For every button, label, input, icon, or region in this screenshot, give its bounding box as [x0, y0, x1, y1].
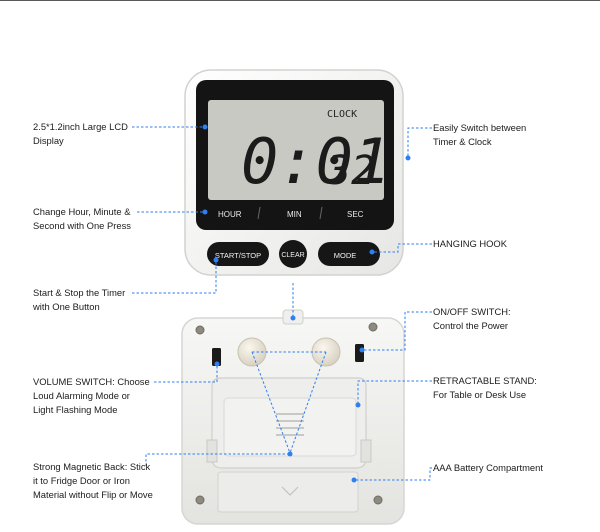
callout-magnetic-back: Strong Magnetic Back: Stick it to Fridge…: [33, 461, 153, 500]
screw-icon: [195, 325, 205, 335]
callout-hanging-hook: HANGING HOOK: [433, 238, 507, 249]
callout-dots: [202, 124, 411, 483]
stand-hinge-right: [360, 439, 372, 463]
clear-button[interactable]: [279, 240, 307, 268]
start-stop-label: START/STOP: [215, 251, 261, 260]
callout-battery: AAA Battery Compartment: [433, 462, 543, 473]
lcd-main-digits: 0:01: [241, 125, 390, 198]
stand-hinge-left: [206, 439, 218, 463]
segment-min: MIN: [287, 210, 302, 219]
clear-label: CLEAR: [281, 252, 304, 259]
mode-label: MODE: [334, 251, 357, 260]
start-stop-button[interactable]: [207, 242, 269, 266]
volume-switch[interactable]: [212, 348, 221, 366]
segment-strip: [203, 204, 381, 222]
callout-volume-switch: VOLUME SWITCH: Choose Loud Alarming Mode…: [33, 376, 150, 415]
callout-change-hms: Change Hour, Minute & Second with One Pr…: [33, 206, 131, 231]
callout-start-stop: Start & Stop the Timer with One Button: [33, 287, 126, 312]
top-divider: [0, 0, 600, 1]
timer-front: CLOCK 0:01 32 HOUR MIN SEC START/STOP CL…: [184, 69, 404, 276]
lcd-screen: [208, 100, 384, 200]
segment-hour: HOUR: [218, 210, 242, 219]
screw-icon: [368, 322, 378, 332]
timer-back: [181, 309, 405, 525]
callout-retractable-stand: RETRACTABLE STAND: For Table or Desk Use: [433, 375, 537, 400]
callout-lcd-display: 2.5*1.2inch Large LCD Display: [33, 121, 128, 146]
screw-icon: [195, 495, 205, 505]
on-off-switch[interactable]: [355, 344, 364, 362]
callout-on-off-switch: ON/OFF SWITCH: Control the Power: [433, 306, 511, 331]
lcd-mode-label: CLOCK: [327, 109, 357, 120]
mode-button[interactable]: [318, 242, 380, 266]
battery-compartment: [217, 471, 359, 513]
screw-icon: [373, 495, 383, 505]
lcd-seconds-digits: 32: [326, 148, 375, 194]
callout-switch-timer-clock: Easily Switch between Timer & Clock: [433, 122, 527, 147]
segment-sec: SEC: [347, 210, 364, 219]
callout-lines: [132, 126, 432, 481]
stand-inner: [223, 397, 357, 457]
